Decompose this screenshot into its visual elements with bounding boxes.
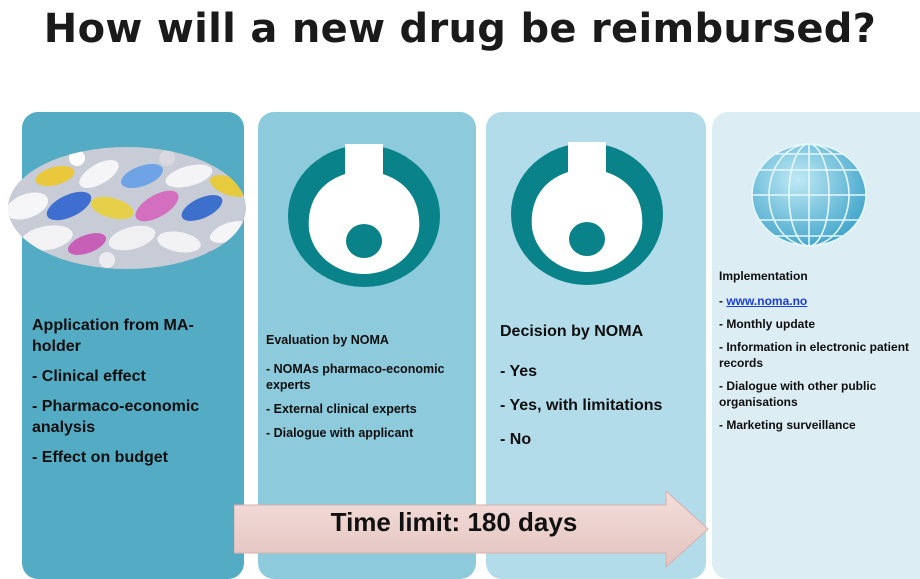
application-text: Application from MA-holder - Clinical ef… (32, 315, 242, 477)
implementation-item: - Monthly update (719, 317, 815, 331)
implementation-item: - Information in electronic patient reco… (719, 340, 910, 370)
decision-text: Decision by NOMA - Yes - Yes, with limit… (500, 322, 705, 464)
decision-heading: Decision by NOMA (500, 323, 644, 340)
application-heading: Application from MA-holder (32, 317, 194, 355)
noma-logo-icon (511, 142, 663, 285)
implementation-item: - Dialogue with other public organisatio… (719, 379, 877, 409)
evaluation-item: - Dialogue with applicant (266, 426, 414, 440)
evaluation-heading: Evaluation by NOMA (266, 333, 389, 347)
implementation-heading: Implementation (719, 269, 808, 283)
globe-icon (751, 143, 867, 247)
decision-item: - No (500, 431, 532, 448)
time-limit-arrow (234, 491, 709, 569)
application-item: - Clinical effect (32, 368, 146, 385)
evaluation-text: Evaluation by NOMA - NOMAs pharmaco-econ… (266, 332, 474, 449)
noma-logo-icon (288, 144, 440, 287)
evaluation-item: - External clinical experts (266, 402, 417, 416)
implementation-text: Implementation - www.noma.no - Monthly u… (719, 268, 919, 440)
implementation-item: - Marketing surveillance (719, 418, 856, 432)
application-item: - Pharmaco-economic analysis (32, 398, 200, 436)
evaluation-item: - NOMAs pharmaco-economic experts (266, 362, 445, 392)
time-limit-label: Time limit: 180 days (330, 507, 578, 537)
link-prefix: - (719, 294, 727, 308)
decision-item: - Yes (500, 363, 538, 380)
application-item: - Effect on budget (32, 449, 168, 466)
decision-item: - Yes, with limitations (500, 397, 663, 414)
implementation-link-item: - www.noma.no (719, 293, 919, 309)
pills-image (8, 147, 246, 269)
noma-website-link[interactable]: www.noma.no (726, 294, 808, 308)
page-title: How will a new drug be reimbursed? (43, 6, 877, 52)
